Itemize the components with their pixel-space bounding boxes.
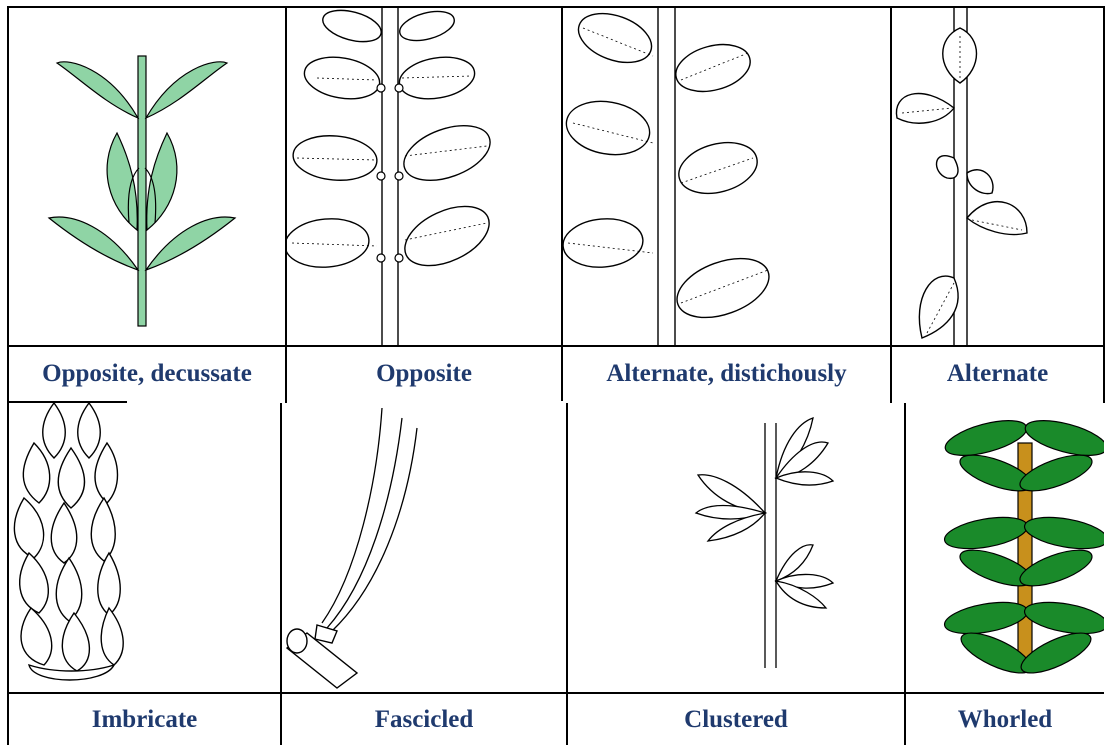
- panel-whorled: [906, 403, 1104, 692]
- panel-alternate: [892, 8, 1103, 345]
- alternate-distichous-drawing: [563, 8, 890, 345]
- whorled-green-icon: [906, 403, 1104, 692]
- fascicled-needles-drawing: [282, 403, 566, 692]
- grid-line-right-top: [1103, 6, 1105, 403]
- caption-clustered: Clustered: [568, 694, 904, 745]
- clustered-leaves-drawing: [568, 403, 904, 692]
- caption-alternate: Alternate: [892, 347, 1103, 401]
- panel-fascicled: [282, 403, 566, 692]
- panel-opposite: [287, 8, 561, 345]
- panel-alternate-distichously: [563, 8, 890, 345]
- opposite-leaves-drawing: [287, 8, 561, 345]
- alternate-leaves-drawing: [892, 8, 1103, 345]
- panel-imbricate: [9, 403, 280, 692]
- panel-opposite-decussate: [9, 8, 285, 345]
- caption-opposite-decussate: Opposite, decussate: [9, 347, 285, 401]
- caption-alternate-distichously: Alternate, distichously: [563, 347, 890, 401]
- caption-whorled: Whorled: [906, 694, 1104, 745]
- imbricate-scales-drawing: [9, 403, 280, 692]
- caption-opposite: Opposite: [287, 347, 561, 401]
- opposite-decussate-green-icon: [9, 8, 285, 345]
- panel-clustered: [568, 403, 904, 692]
- caption-fascicled: Fascicled: [282, 694, 566, 745]
- caption-imbricate: Imbricate: [9, 694, 280, 745]
